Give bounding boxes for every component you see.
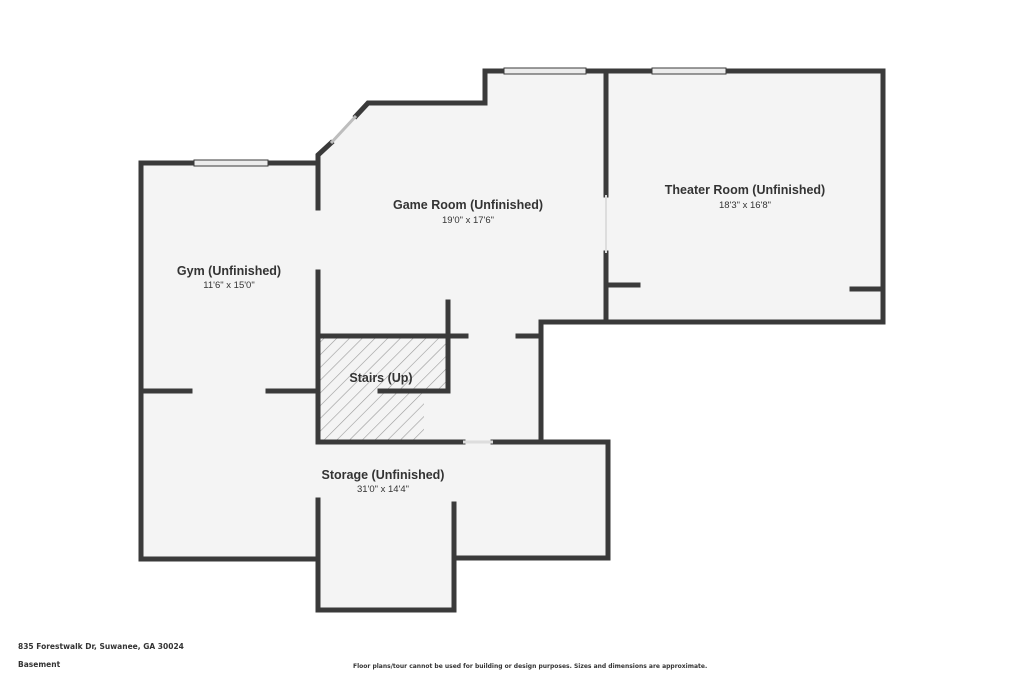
property-address: 835 Forestwalk Dr, Suwanee, GA 30024 bbox=[18, 642, 184, 651]
stairs-name: Stairs (Up) bbox=[349, 371, 412, 385]
storage-dims: 31'0" x 14'4" bbox=[357, 484, 409, 495]
disclaimer: Floor plans/tour cannot be used for buil… bbox=[353, 663, 707, 670]
game-room-name: Game Room (Unfinished) bbox=[393, 198, 543, 212]
floor-fill bbox=[141, 71, 883, 610]
floor-level: Basement bbox=[18, 660, 60, 669]
window-game-room bbox=[504, 68, 586, 74]
window-theater bbox=[652, 68, 726, 74]
gym-name: Gym (Unfinished) bbox=[177, 264, 281, 278]
theater-room-name: Theater Room (Unfinished) bbox=[665, 183, 825, 197]
gym-floor bbox=[141, 163, 318, 559]
gym-dims: 11'6" x 15'0" bbox=[203, 280, 254, 291]
window-gym bbox=[194, 160, 268, 166]
storage-name: Storage (Unfinished) bbox=[322, 468, 445, 482]
game-room-dims: 19'0" x 17'6" bbox=[442, 215, 494, 226]
storage-alcove-floor bbox=[318, 500, 454, 610]
theater-room-dims: 18'3" x 16'8" bbox=[719, 200, 771, 211]
